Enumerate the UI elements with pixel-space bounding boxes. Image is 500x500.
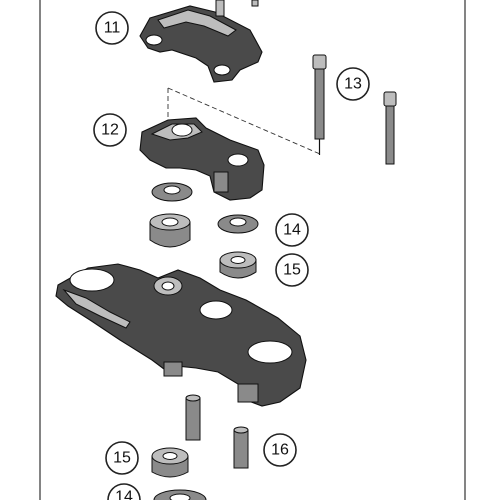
top-bolt-stubs (215, 0, 259, 17)
callout-13: 13 (336, 67, 370, 101)
callout-14-upper-label: 14 (283, 222, 301, 239)
callout-14-upper: 14 (275, 213, 309, 247)
callout-12: 12 (93, 113, 127, 147)
callout-15-upper-label: 15 (283, 262, 301, 279)
part-15-bushing-lower (151, 447, 189, 478)
callout-14-lower-label: 14 (115, 489, 133, 500)
assembly-leader-lines (167, 87, 321, 155)
callout-16: 16 (263, 433, 297, 467)
part-13-bolts (312, 54, 397, 165)
part-14-washer (217, 214, 259, 234)
callout-11-label: 11 (104, 20, 121, 37)
callout-15-upper: 15 (275, 253, 309, 287)
callout-15-lower: 15 (105, 441, 139, 475)
washer-left-1 (151, 182, 193, 202)
callout-12-label: 12 (101, 122, 119, 139)
bushing-left (149, 213, 191, 248)
part-15-bushing (219, 251, 257, 279)
part-14-washer-lower (153, 489, 207, 500)
callout-14-lower: 14 (107, 483, 141, 500)
part-12-lower-clamp (139, 117, 265, 201)
callout-11: 11 (95, 11, 129, 45)
callout-16-label: 16 (271, 442, 289, 459)
triple-clamp (55, 263, 307, 407)
part-11-upper-clamp (139, 5, 263, 83)
callout-15-lower-label: 15 (113, 450, 131, 467)
callout-13-label: 13 (344, 76, 362, 93)
pin-left (185, 394, 201, 441)
part-16-pin (233, 426, 249, 469)
